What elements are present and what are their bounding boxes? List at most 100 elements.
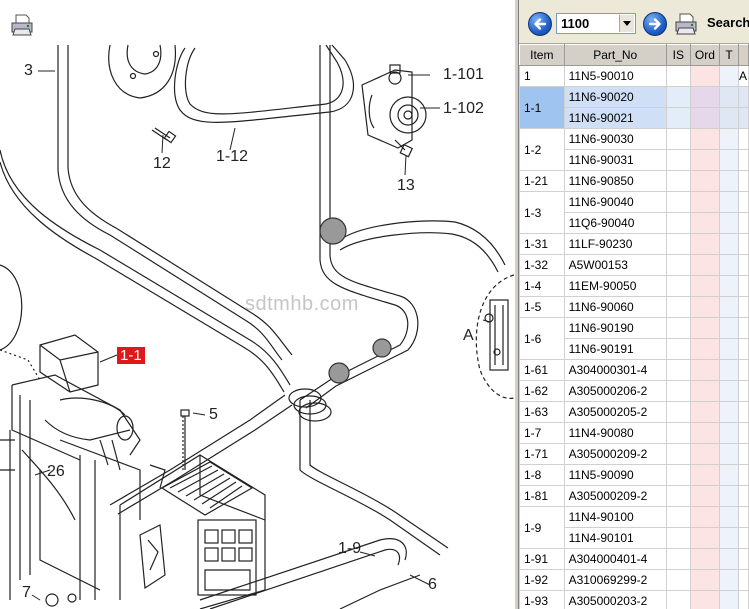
cell-item[interactable]: 1-62 — [519, 380, 565, 402]
column-header-is[interactable]: IS — [665, 44, 691, 66]
cell-item[interactable]: 1-32 — [519, 254, 565, 276]
cell-ord[interactable] — [689, 443, 721, 465]
cell-item[interactable]: 1-7 — [519, 422, 565, 444]
cell-is[interactable] — [665, 527, 691, 549]
cell-ord[interactable] — [689, 212, 721, 234]
cell-ord[interactable] — [689, 170, 721, 192]
cell-is[interactable] — [665, 359, 691, 381]
cell-t[interactable] — [719, 506, 740, 528]
cell-part-no[interactable]: 11N6-90030 — [563, 128, 667, 150]
cell-part-no[interactable]: 11N6-90031 — [563, 149, 667, 171]
cell-is[interactable] — [665, 401, 691, 423]
cell-t[interactable] — [719, 590, 740, 609]
cell-part-no[interactable]: 11N6-90190 — [563, 317, 667, 339]
cell-item[interactable]: 1-3 — [519, 191, 565, 234]
cell-t[interactable] — [719, 380, 740, 402]
cell-t[interactable] — [719, 254, 740, 276]
cell-part-no[interactable]: 11N6-90850 — [563, 170, 667, 192]
cell-ord[interactable] — [689, 275, 721, 297]
callout-5[interactable]: 5 — [209, 406, 218, 423]
cell-is[interactable] — [665, 191, 691, 213]
cell-item[interactable]: 1-81 — [519, 485, 565, 507]
cell-is[interactable] — [665, 86, 691, 108]
cell-item[interactable]: 1-2 — [519, 128, 565, 171]
next-page-button[interactable] — [643, 12, 667, 36]
cell-is[interactable] — [665, 254, 691, 276]
cell-is[interactable] — [665, 275, 691, 297]
cell-t[interactable] — [719, 443, 740, 465]
callout-1-12[interactable]: 1-12 — [216, 148, 249, 165]
cell-t[interactable] — [719, 191, 740, 213]
cell-part-no[interactable]: 11N6-90060 — [563, 296, 667, 318]
cell-part-no[interactable]: A305000209-2 — [563, 443, 667, 465]
callout-12[interactable]: 12 — [153, 155, 171, 172]
callout-1-1[interactable]: 1-1 — [117, 347, 145, 364]
cell-part-no[interactable]: 11N6-90020 — [563, 86, 667, 108]
print-diagram-button[interactable] — [9, 12, 35, 38]
cell-part-no[interactable]: 11Q6-90040 — [563, 212, 667, 234]
cell-is[interactable] — [665, 380, 691, 402]
cell-t[interactable] — [719, 275, 740, 297]
pane-splitter[interactable] — [514, 0, 519, 609]
cell-t[interactable] — [719, 170, 740, 192]
cell-t[interactable] — [719, 65, 740, 87]
cell-item[interactable]: 1-31 — [519, 233, 565, 255]
cell-is[interactable] — [665, 506, 691, 528]
cell-t[interactable] — [719, 359, 740, 381]
cell-ord[interactable] — [689, 149, 721, 171]
cell-t[interactable] — [719, 338, 740, 360]
cell-ord[interactable] — [689, 191, 721, 213]
print-parts-button[interactable] — [673, 11, 699, 37]
cell-t[interactable] — [719, 128, 740, 150]
cell-is[interactable] — [665, 128, 691, 150]
cell-part-no[interactable]: A305000206-2 — [563, 380, 667, 402]
cell-ord[interactable] — [689, 338, 721, 360]
cell-ord[interactable] — [689, 527, 721, 549]
search-button[interactable]: Search — [707, 15, 749, 30]
table-row[interactable]: 11N6-90021 — [520, 107, 749, 129]
cell-t[interactable] — [719, 107, 740, 129]
cell-part-no[interactable]: 11N6-90021 — [563, 107, 667, 129]
callout-13[interactable]: 13 — [397, 177, 415, 194]
cell-is[interactable] — [665, 590, 691, 609]
table-row[interactable]: 11N6-90191 — [520, 338, 749, 360]
parts-diagram[interactable] — [0, 0, 514, 609]
cell-ord[interactable] — [689, 569, 721, 591]
cell-part-no[interactable]: A5W00153 — [563, 254, 667, 276]
cell-part-no[interactable]: A305000205-2 — [563, 401, 667, 423]
cell-t[interactable] — [719, 422, 740, 444]
callout-1-101[interactable]: 1-101 — [443, 66, 484, 83]
cell-item[interactable]: 1-93 — [519, 590, 565, 609]
cell-ord[interactable] — [689, 296, 721, 318]
cell-t[interactable] — [719, 548, 740, 570]
cell-item[interactable]: 1-71 — [519, 443, 565, 465]
cell-item[interactable]: 1-9 — [519, 506, 565, 549]
cell-is[interactable] — [665, 422, 691, 444]
cell-item[interactable]: 1 — [519, 65, 565, 87]
cell-ord[interactable] — [689, 317, 721, 339]
previous-page-button[interactable] — [528, 12, 552, 36]
cell-part-no[interactable]: 11N4-90101 — [563, 527, 667, 549]
cell-item[interactable]: 1-63 — [519, 401, 565, 423]
cell-ord[interactable] — [689, 590, 721, 609]
cell-ord[interactable] — [689, 359, 721, 381]
cell-item[interactable]: 1-91 — [519, 548, 565, 570]
callout-6[interactable]: 6 — [428, 576, 437, 593]
cell-t[interactable] — [719, 401, 740, 423]
cell-ord[interactable] — [689, 422, 721, 444]
cell-t[interactable] — [719, 212, 740, 234]
cell-t[interactable] — [719, 296, 740, 318]
